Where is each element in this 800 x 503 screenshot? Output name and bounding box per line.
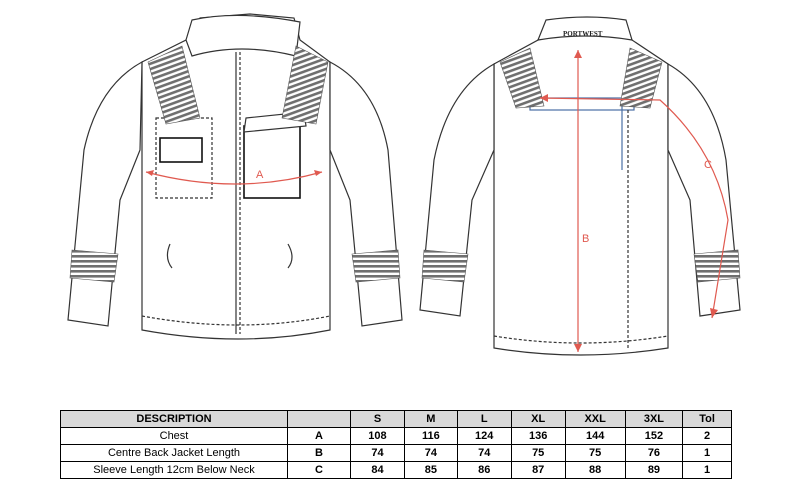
- cell-3xl: 152: [624, 427, 684, 445]
- back-collar: [537, 16, 633, 41]
- row-description: Chest: [60, 427, 288, 445]
- cell-s: 84: [350, 461, 405, 479]
- header-xl: XL: [510, 410, 566, 428]
- header-description: DESCRIPTION: [60, 410, 288, 428]
- header-m: M: [403, 410, 458, 428]
- size-table: DESCRIPTION S M L XL XXL 3XL Tol Chest A…: [60, 410, 732, 479]
- front-cuff-band-left: [69, 249, 119, 283]
- front-reflective-bands: [69, 45, 401, 283]
- cell-xl: 87: [510, 461, 566, 479]
- back-reflective-bands: [421, 47, 741, 283]
- row-code: B: [287, 444, 351, 462]
- table-row: Chest A 108 116 124 136 144 152 2: [60, 427, 732, 445]
- cell-m: 74: [403, 444, 458, 462]
- cell-l: 124: [456, 427, 512, 445]
- header-xxl: XXL: [564, 410, 626, 428]
- row-code: C: [287, 461, 351, 479]
- front-left-sleeve: [67, 60, 143, 327]
- front-shoulder-band-left: [147, 45, 201, 125]
- cell-tol: 1: [682, 444, 732, 462]
- cell-xl: 136: [510, 427, 566, 445]
- cell-xxl: 88: [564, 461, 626, 479]
- cell-xl: 75: [510, 444, 566, 462]
- cell-3xl: 76: [624, 444, 684, 462]
- brand-label: PORTWEST: [563, 30, 603, 38]
- back-shoulder-band-right: [619, 47, 663, 109]
- header-tol: Tol: [682, 410, 732, 428]
- table-row: Sleeve Length 12cm Below Neck C 84 85 86…: [60, 461, 732, 479]
- measure-label-a: A: [256, 169, 264, 181]
- cell-tol: 2: [682, 427, 732, 445]
- back-cuff-band-right: [693, 249, 741, 283]
- front-right-sleeve: [329, 61, 403, 327]
- cell-l: 86: [456, 461, 512, 479]
- handwarmer-pocket-left: [166, 243, 173, 269]
- measurement-c: C: [539, 94, 729, 319]
- table-row: Centre Back Jacket Length B 74 74 74 75 …: [60, 444, 732, 462]
- header-s: S: [350, 410, 405, 428]
- cell-m: 85: [403, 461, 458, 479]
- cell-tol: 1: [682, 461, 732, 479]
- id-badge-window: [159, 137, 203, 163]
- row-description: Centre Back Jacket Length: [60, 444, 288, 462]
- jacket-technical-drawing: A PORTWEST B C: [67, 13, 741, 356]
- cell-l: 74: [456, 444, 512, 462]
- cell-m: 116: [403, 427, 458, 445]
- front-shoulder-band-right: [281, 45, 329, 125]
- measure-label-b: B: [582, 233, 589, 245]
- header-3xl: 3XL: [624, 410, 684, 428]
- cell-s: 108: [350, 427, 405, 445]
- front-collar: [185, 14, 301, 57]
- cell-3xl: 89: [624, 461, 684, 479]
- measurement-b: B: [574, 50, 589, 352]
- back-shoulder-band-left: [499, 47, 545, 109]
- row-description: Sleeve Length 12cm Below Neck: [60, 461, 288, 479]
- front-cuff-band-right: [351, 249, 401, 283]
- cell-xxl: 75: [564, 444, 626, 462]
- chest-measure-line: [145, 171, 323, 185]
- size-table-header-row: DESCRIPTION S M L XL XXL 3XL Tol: [60, 410, 732, 428]
- header-code: [287, 410, 351, 428]
- cell-s: 74: [350, 444, 405, 462]
- handwarmer-pocket-right: [287, 243, 293, 269]
- row-code: A: [287, 427, 351, 445]
- cell-xxl: 144: [564, 427, 626, 445]
- header-l: L: [456, 410, 512, 428]
- back-view: [419, 16, 741, 356]
- measurement-a: A: [145, 169, 323, 185]
- sleeve-length-measure-line: [539, 97, 729, 319]
- front-view: [67, 13, 403, 340]
- measure-label-c: C: [704, 159, 712, 171]
- back-cuff-band-left: [421, 249, 469, 283]
